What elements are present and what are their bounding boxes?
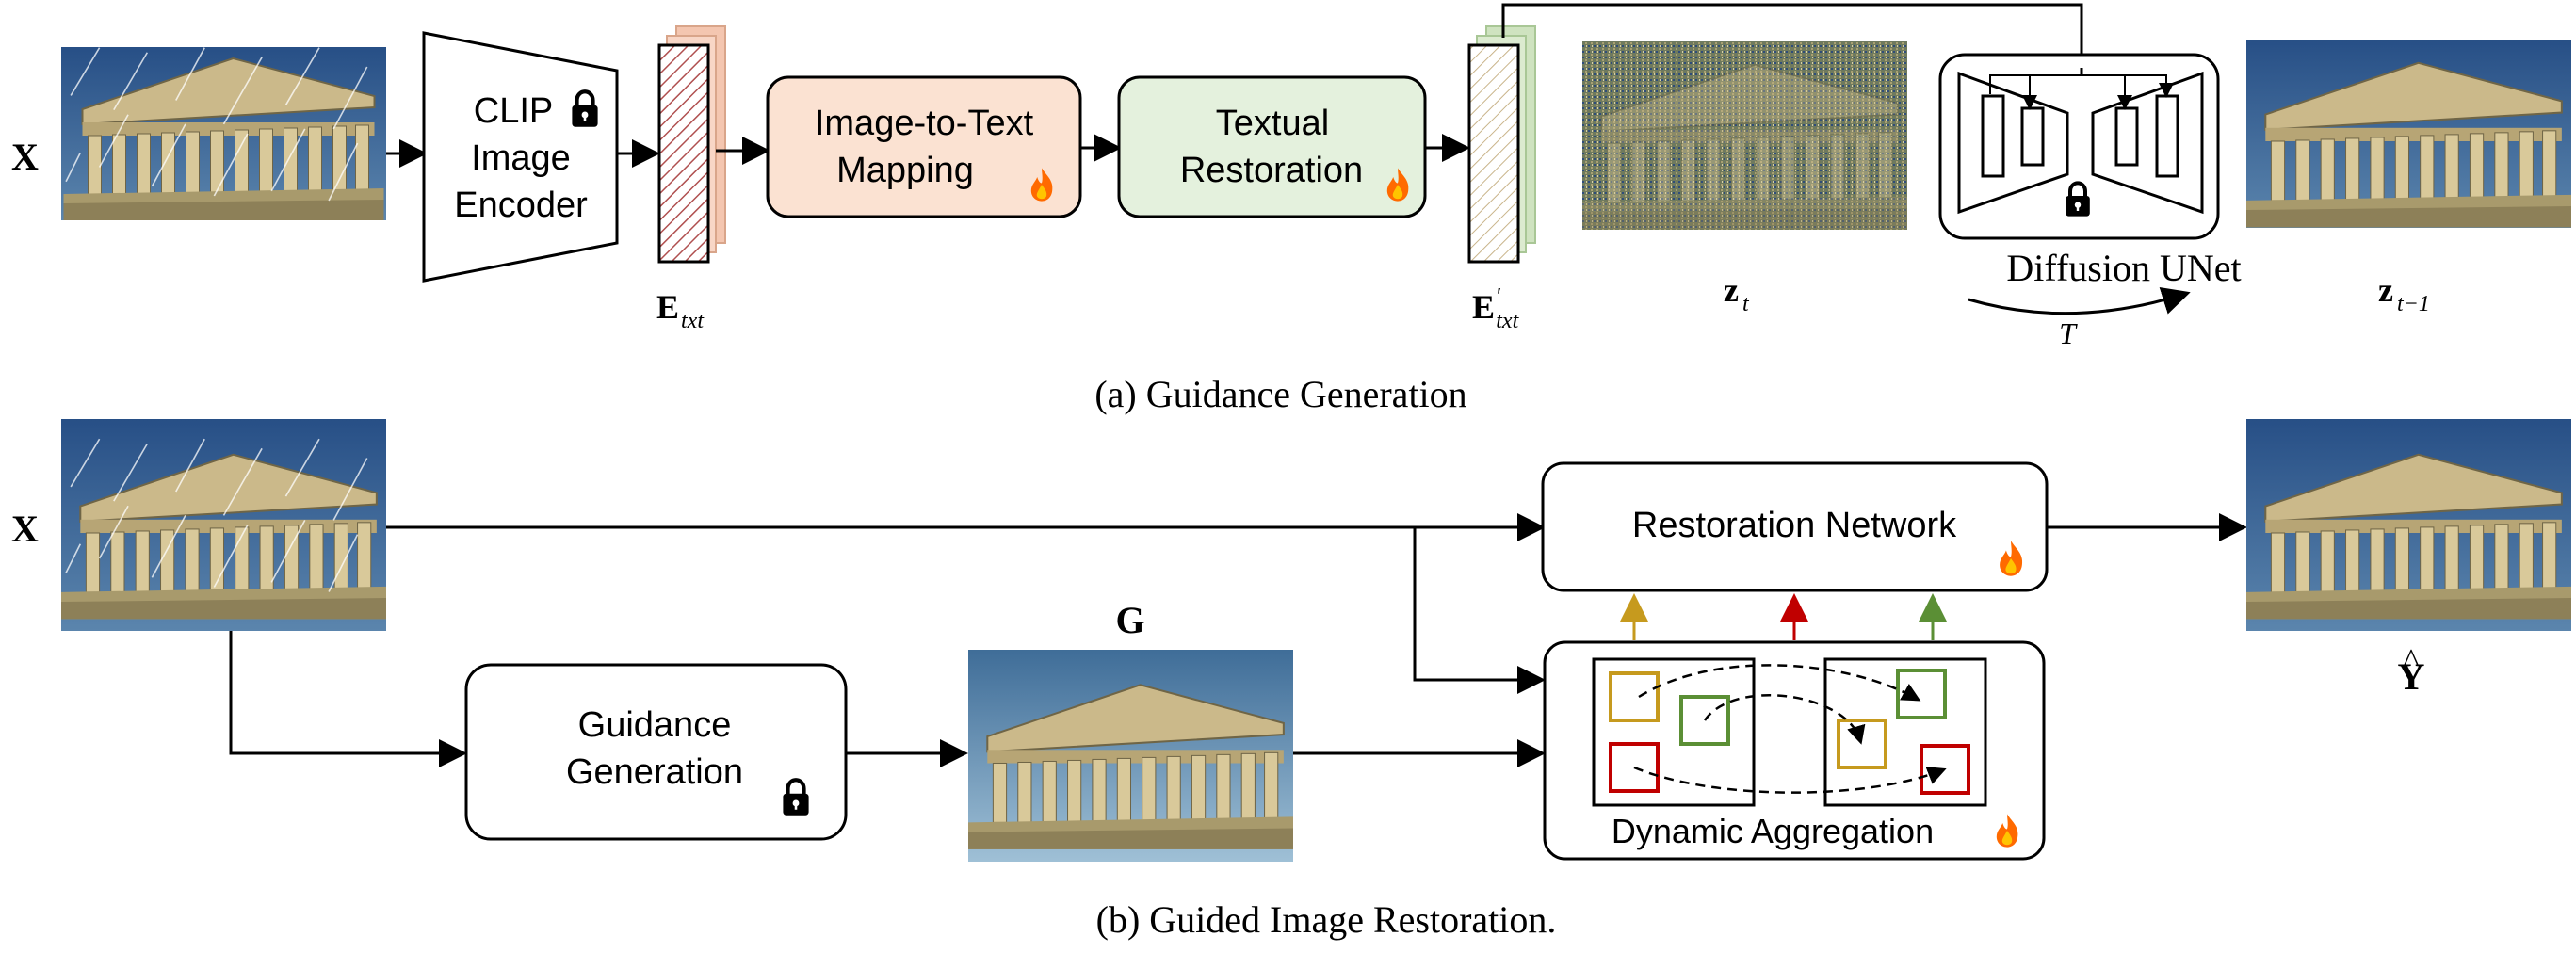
text-embedding-stack — [657, 25, 726, 264]
restoration-network-box: Restoration Network — [1541, 461, 2049, 592]
conditioning-path-to-unet — [1501, 3, 2083, 68]
noisy-latent-image — [1582, 41, 1907, 230]
restoration-network-label: Restoration Network — [1632, 506, 1957, 545]
output-label: Y — [2398, 655, 2425, 698]
arrow-input-to-guidance — [229, 631, 467, 767]
mapping-line2: Mapping — [836, 151, 974, 190]
caption-b: (b) Guided Image Restoration. — [1096, 898, 1557, 941]
diffusion-unet — [1938, 53, 2220, 240]
textual-restoration-box: Textual Restoration — [1117, 75, 1427, 218]
clip-encoder-line1: CLIP — [474, 91, 553, 131]
restored-embedding-stack — [1467, 25, 1536, 264]
output-hat: ^ — [2404, 643, 2419, 678]
timestep-label: T — [2059, 316, 2078, 350]
timestep-arrow — [1968, 286, 2191, 315]
caption-a: (a) Guidance Generation — [1094, 373, 1466, 415]
restoration-line1: Textual — [1216, 104, 1329, 143]
mapping-line1: Image-to-Text — [815, 104, 1034, 143]
restoration-line2: Restoration — [1180, 151, 1363, 190]
dynamic-aggregation-label: Dynamic Aggregation — [1612, 812, 1934, 850]
guidance-generation-box: Guidance Generation — [464, 663, 848, 841]
rainy-input-image-b — [61, 419, 386, 631]
image-to-text-mapping-box: Image-to-Text Mapping — [766, 75, 1082, 218]
guidance-line2: Generation — [566, 752, 743, 792]
restored-embedding-label: E′txt — [1472, 284, 1520, 333]
guidance-line1: Guidance — [578, 705, 732, 745]
clip-encoder-line3: Encoder — [454, 186, 588, 225]
input-label-a: X — [11, 136, 39, 178]
clip-encoder-line2: Image — [471, 138, 571, 178]
guidance-image-label: G — [1115, 599, 1144, 641]
denoised-latent-image — [2246, 40, 2571, 228]
arrow-input-to-aggregation — [1413, 527, 1546, 694]
guidance-image — [968, 650, 1293, 862]
rainy-input-image-a — [61, 47, 386, 220]
dynamic-aggregation-box: Dynamic Aggregation — [1543, 640, 2046, 861]
restored-output-image — [2246, 419, 2571, 631]
unet-label: Diffusion UNet — [2006, 247, 2241, 289]
clip-image-encoder: CLIP Image Encoder — [422, 31, 619, 283]
embedding-label: Etxt — [656, 288, 705, 333]
input-label-b: X — [11, 508, 39, 550]
